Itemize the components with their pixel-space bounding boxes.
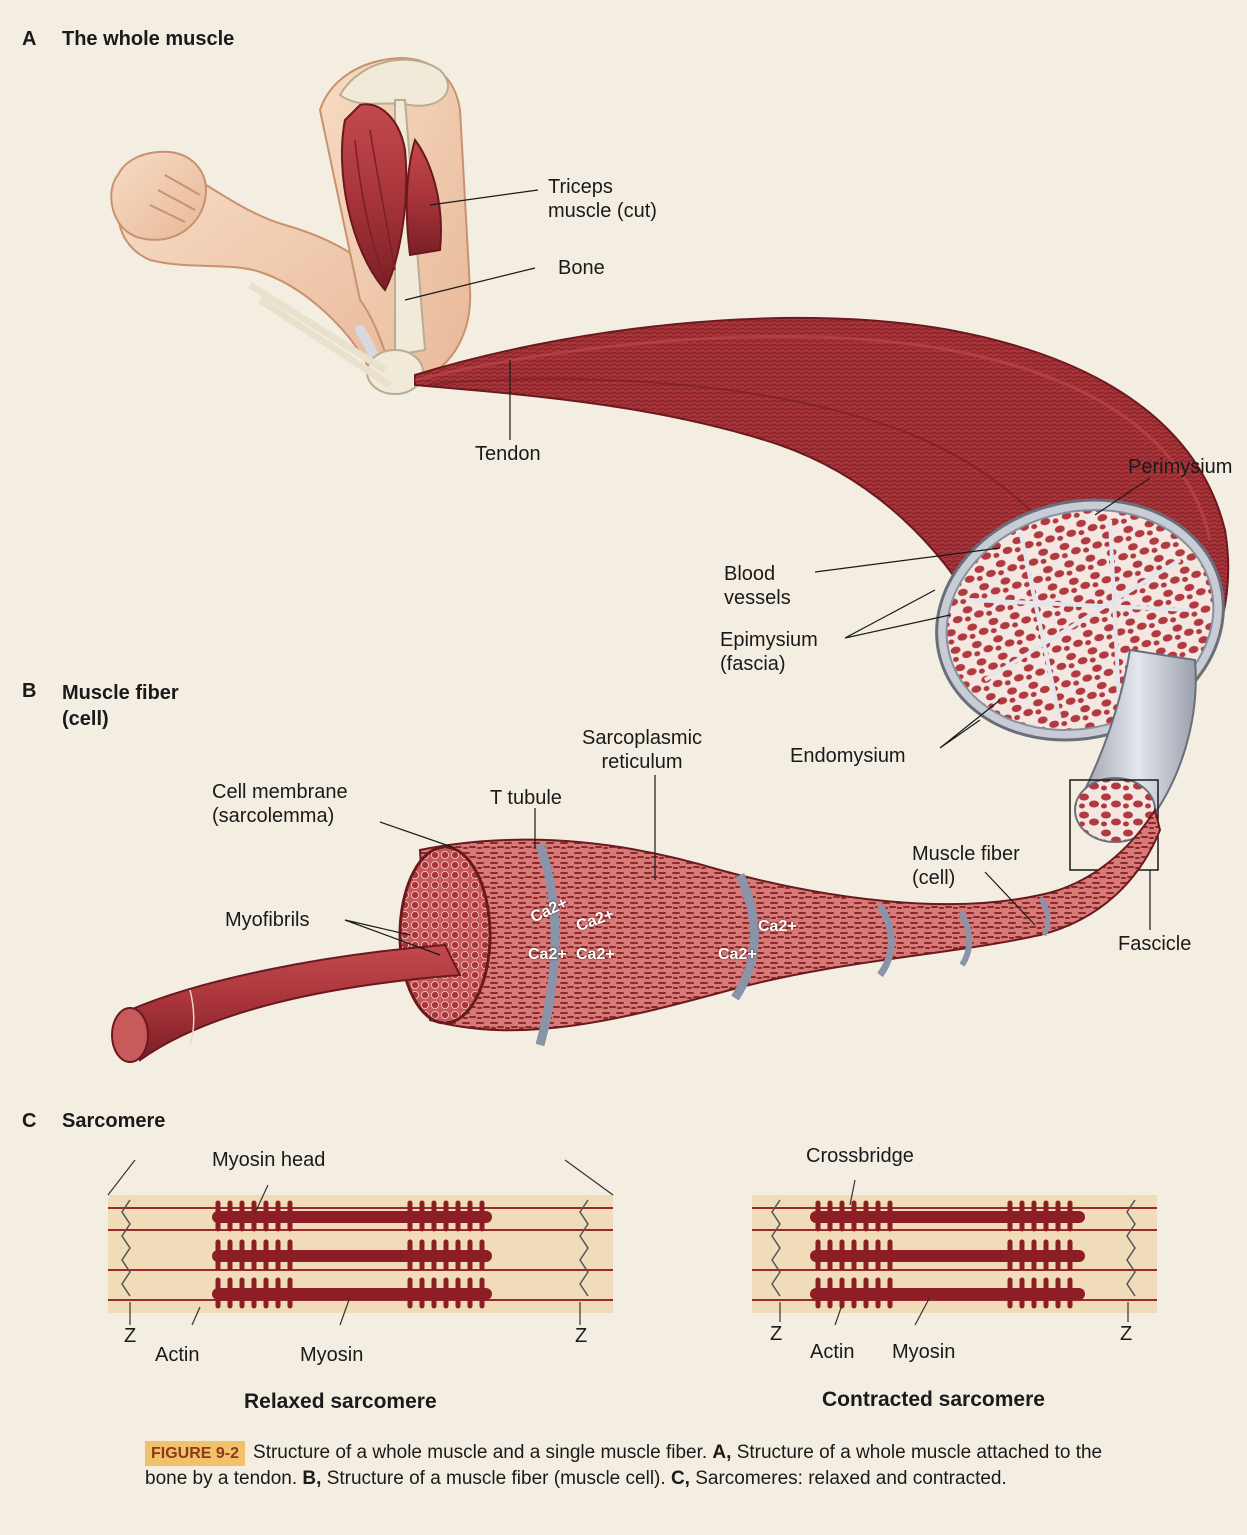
caption-c-text: Sarcomeres: relaxed and contracted. [695, 1468, 1007, 1489]
label-blood-vessels-line-2: vessels [724, 586, 791, 610]
caption-c-marker: C, [671, 1468, 690, 1489]
label-z-line: Z [575, 1324, 587, 1348]
figure-caption: FIGURE 9-2 Structure of a whole muscle an… [145, 1440, 1145, 1491]
label-cell-membrane-line-1: Cell membrane [212, 780, 348, 804]
label-z-line: Z [1120, 1322, 1132, 1346]
label-endomysium: Endomysium [790, 744, 906, 768]
label-actin: Actin [155, 1343, 199, 1367]
label-sarcoplasmic-reticulum: Sarcoplasmic reticulum [582, 726, 702, 774]
label-perimysium: Perimysium [1128, 455, 1232, 479]
caption-b-marker: B, [302, 1468, 321, 1489]
label-z-line: Z [124, 1324, 136, 1348]
label-fascicle: Fascicle [1118, 932, 1191, 956]
label-blood-vessels: Blood vessels [724, 562, 791, 610]
section-b-title: Muscle fiber (cell) [62, 680, 179, 732]
section-c-letter: C [22, 1110, 36, 1133]
figure-number: FIGURE 9-2 [145, 1441, 245, 1466]
label-crossbridge: Crossbridge [806, 1144, 914, 1168]
label-cell-membrane: Cell membrane (sarcolemma) [212, 780, 348, 828]
label-triceps-line-1: Triceps [548, 175, 657, 199]
label-sarcoplasmic-line-1: Sarcoplasmic [582, 726, 702, 750]
label-blood-vessels-line-1: Blood [724, 562, 791, 586]
label-t-tubule: T tubule [490, 786, 562, 810]
label-tendon: Tendon [475, 442, 541, 466]
label-z-line: Z [770, 1322, 782, 1346]
calcium-ion-label: Ca2+ [528, 946, 567, 964]
label-bone: Bone [558, 256, 605, 280]
section-b-letter: B [22, 680, 36, 703]
label-muscle-fiber-line-2: (cell) [912, 866, 1020, 890]
section-c-title: Sarcomere [62, 1110, 165, 1133]
label-epimysium-line-2: (fascia) [720, 652, 818, 676]
label-cell-membrane-line-2: (sarcolemma) [212, 804, 348, 828]
caption-b-text: Structure of a muscle fiber (muscle cell… [327, 1468, 666, 1489]
caption-text-1: Structure of a whole muscle and a single… [253, 1442, 707, 1463]
label-epimysium: Epimysium (fascia) [720, 628, 818, 676]
label-triceps-line-2: muscle (cut) [548, 199, 657, 223]
calcium-ion-label: Ca2+ [758, 918, 797, 936]
label-triceps: Triceps muscle (cut) [548, 175, 657, 223]
caption-a-marker: A, [712, 1442, 731, 1463]
label-relaxed-sarcomere: Relaxed sarcomere [244, 1390, 437, 1414]
label-myofibrils: Myofibrils [225, 908, 309, 932]
section-a-letter: A [22, 28, 36, 51]
label-myosin: Myosin [892, 1340, 955, 1364]
arm-illustration [111, 58, 470, 394]
label-contracted-sarcomere: Contracted sarcomere [822, 1388, 1045, 1412]
label-actin: Actin [810, 1340, 854, 1364]
contracted-sarcomere-graphic [752, 1180, 1157, 1325]
label-muscle-fiber-line-1: Muscle fiber [912, 842, 1020, 866]
label-sarcoplasmic-line-2: reticulum [582, 750, 702, 774]
label-muscle-fiber: Muscle fiber (cell) [912, 842, 1020, 890]
label-epimysium-line-1: Epimysium [720, 628, 818, 652]
section-b-title-line-2: (cell) [62, 706, 179, 732]
section-b-title-line-1: Muscle fiber [62, 680, 179, 706]
calcium-ion-label: Ca2+ [576, 946, 615, 964]
section-a-title: The whole muscle [62, 28, 234, 51]
calcium-ion-label: Ca2+ [718, 946, 757, 964]
label-myosin: Myosin [300, 1343, 363, 1367]
label-myosin-head: Myosin head [212, 1148, 325, 1172]
relaxed-sarcomere-graphic [108, 1160, 613, 1325]
